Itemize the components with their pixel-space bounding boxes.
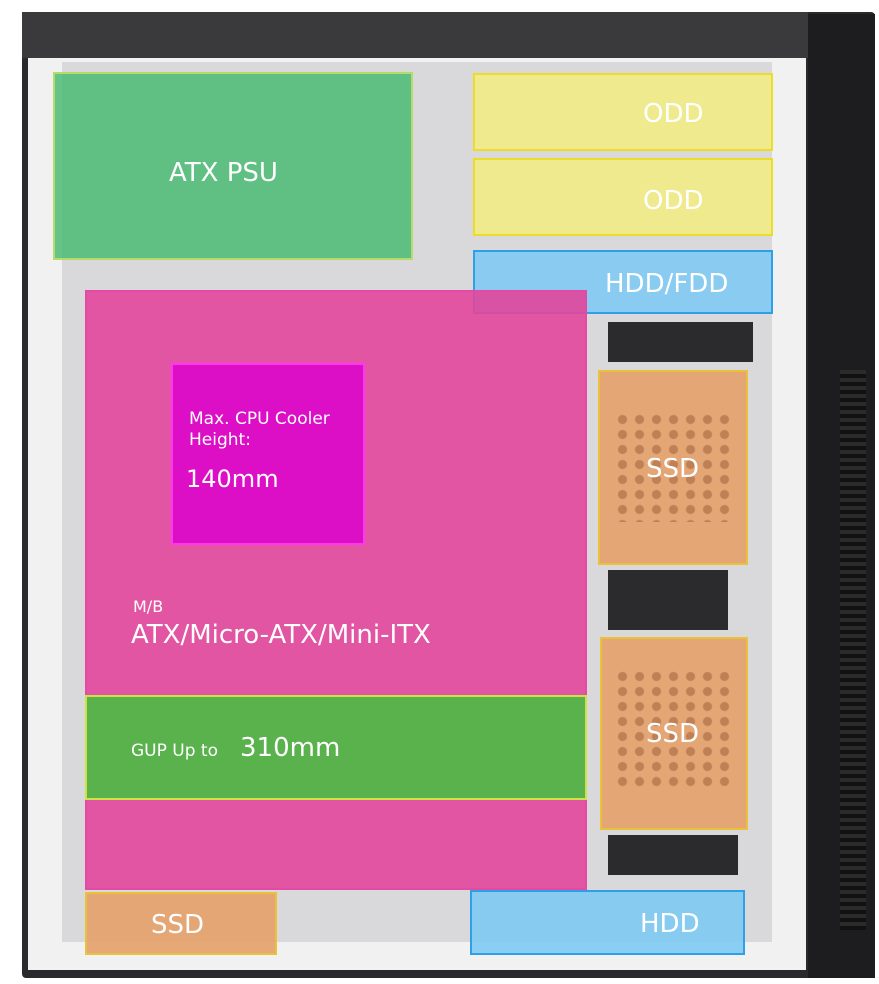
hdd-fdd-label: HDD/FDD: [605, 269, 729, 299]
ssd-zone-1: SSD: [598, 370, 748, 565]
odd-zone-2: ODD: [473, 158, 773, 236]
psu-label: ATX PSU: [169, 158, 278, 188]
ssd-label: SSD: [646, 454, 700, 484]
hdd-zone: HDD: [470, 890, 745, 955]
hdd-label: HDD: [640, 909, 700, 939]
ssd-vent-pattern: [614, 669, 734, 789]
mb-value: ATX/Micro-ATX/Mini-ITX: [131, 620, 431, 650]
cpu-title: Max. CPU Cooler Height:: [189, 409, 330, 450]
ssd-zone-2: SSD: [600, 637, 748, 830]
case-top: [22, 12, 808, 58]
odd-zone-1: ODD: [473, 73, 773, 151]
odd-label: ODD: [643, 186, 704, 216]
ssd-label: SSD: [646, 719, 700, 749]
drive-bay-slot: [608, 835, 738, 875]
ssd-zone-3: SSD: [85, 892, 277, 955]
ssd-vent-pattern: [614, 412, 734, 522]
drive-bay-slot: [608, 322, 753, 362]
gpu-prefix: GUP Up to: [131, 741, 218, 761]
gpu-value: 310mm: [240, 733, 341, 763]
gpu-zone: GUP Up to 310mm: [85, 695, 587, 800]
drive-bay-slot: [608, 570, 728, 630]
psu-zone: ATX PSU: [53, 72, 413, 260]
side-vent: [840, 370, 866, 930]
cpu-value: 140mm: [186, 465, 279, 493]
odd-label: ODD: [643, 99, 704, 129]
mb-title: M/B: [133, 597, 164, 616]
ssd-label: SSD: [151, 910, 205, 940]
cpu-cooler-zone: Max. CPU Cooler Height: 140mm: [171, 363, 365, 545]
